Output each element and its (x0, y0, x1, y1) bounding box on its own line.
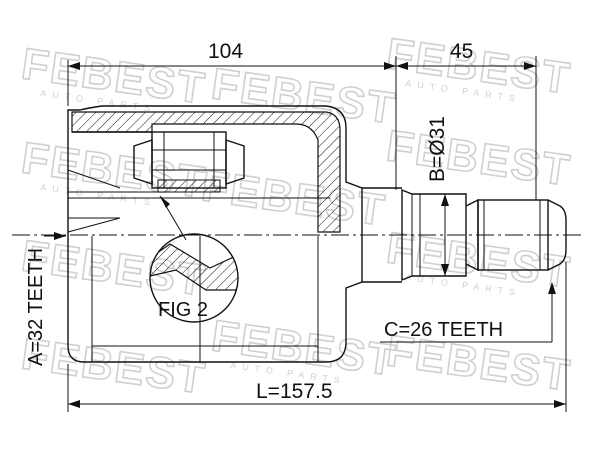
dim-teeth-c-arrow (548, 282, 556, 294)
fig2-leader-arrow (160, 196, 170, 208)
dim-45: 45 (396, 40, 537, 200)
watermark-9: FEBEST (19, 329, 210, 403)
dim-45-label: 45 (450, 40, 473, 63)
shaft-end (477, 199, 549, 271)
tripod-roller (133, 131, 245, 193)
dim-total-arrow-left (68, 400, 80, 408)
watermark-6: FEBEST (199, 161, 390, 235)
dim-104: 104 (67, 40, 397, 190)
housing-inner-line-4 (67, 169, 121, 189)
fig2-detail: FIG 2 (149, 195, 239, 323)
dim-diameter-arrow-top (441, 194, 449, 206)
dim-total-label: L=157.5 (256, 380, 333, 403)
dim-teeth-c: C=26 TEETH (380, 282, 556, 343)
shaft (362, 187, 567, 283)
fig2-label: FIG 2 (158, 299, 208, 321)
housing (67, 105, 363, 363)
dim-total-arrow-right (554, 400, 566, 408)
dim-diameter-label: B=Ø31 (426, 116, 449, 182)
dim-45-arrow-right (524, 62, 536, 70)
dim-diameter: B=Ø31 (426, 116, 449, 276)
roller-left-cap (133, 139, 153, 185)
dim-teeth-c-label: C=26 TEETH (384, 319, 503, 341)
dim-45-arrow-left (396, 62, 408, 70)
dim-104-arrow-right (384, 62, 396, 70)
watermark-layer: FEBEST AUTO PARTS FEBEST AUTO PARTS FEBE… (18, 29, 575, 405)
dim-teeth-a: A=32 TEETH (25, 232, 66, 366)
dim-teeth-a-label: A=32 TEETH (25, 248, 47, 366)
roller-base-hatch (157, 179, 221, 193)
housing-hatch-top (71, 111, 341, 233)
watermark-5: FEBEST (384, 121, 575, 195)
dim-104-label: 104 (208, 40, 243, 63)
housing-inner-line-5 (67, 217, 121, 233)
dim-total-length: L=157.5 (67, 262, 567, 412)
dim-diameter-arrow-bottom (441, 264, 449, 276)
housing-outline (67, 105, 363, 363)
fig2-hatch (150, 243, 238, 291)
dim-teeth-a-arrow (54, 232, 66, 240)
shaft-tip (547, 199, 567, 271)
dim-104-arrow-left (68, 62, 80, 70)
roller-right-cap (225, 139, 245, 185)
